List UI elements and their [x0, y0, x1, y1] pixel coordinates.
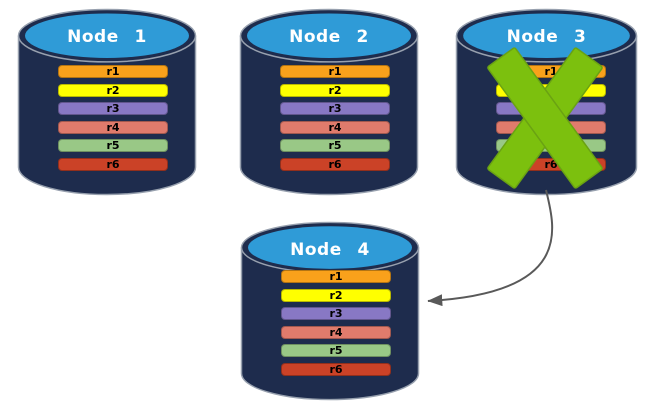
- record-bar: r2: [280, 83, 390, 97]
- record-bar: r1: [58, 65, 168, 78]
- record-bar: r5: [280, 139, 390, 152]
- failover-arrow-icon: [427, 189, 554, 307]
- node-1: Node 1 r1 r2 r3 r4 r5 r6: [17, 8, 197, 196]
- record-bar: r3: [281, 307, 391, 320]
- record-bar: r6: [280, 157, 390, 171]
- node-title: Node 4: [290, 240, 370, 260]
- failure-x-icon: [487, 47, 603, 189]
- record-bar: r1: [280, 65, 390, 78]
- record-bar: r1: [281, 270, 391, 283]
- record-bar: r6: [281, 362, 391, 376]
- record-bar: r3: [280, 102, 390, 115]
- node-2: Node 2 r1 r2 r3 r4 r5 r6: [239, 8, 419, 196]
- record-bar: r5: [58, 139, 168, 152]
- node-title: Node 3: [506, 27, 587, 47]
- record-bar: r2: [281, 288, 391, 302]
- record-bar: r4: [58, 120, 168, 134]
- record-bar: r5: [281, 344, 391, 357]
- record-list: r1 r2 r3 r4 r5 r6: [58, 65, 168, 171]
- record-list: r1 r2 r3 r4 r5 r6: [281, 270, 391, 376]
- node-3: Node 3 r1 r2 r3 r4 r5 r6: [455, 8, 638, 196]
- record-list: r1 r2 r3 r4 r5 r6: [280, 65, 390, 171]
- record-bar: r4: [281, 325, 391, 339]
- record-bar: r6: [58, 157, 168, 171]
- node-title: Node 1: [67, 27, 147, 47]
- record-bar: r3: [58, 102, 168, 115]
- node-title: Node 2: [289, 27, 369, 47]
- record-bar: r4: [280, 120, 390, 134]
- database-cylinder-icon: [240, 221, 420, 401]
- record-bar: r2: [58, 83, 168, 97]
- node-4: Node 4 r1 r2 r3 r4 r5 r6: [240, 221, 420, 401]
